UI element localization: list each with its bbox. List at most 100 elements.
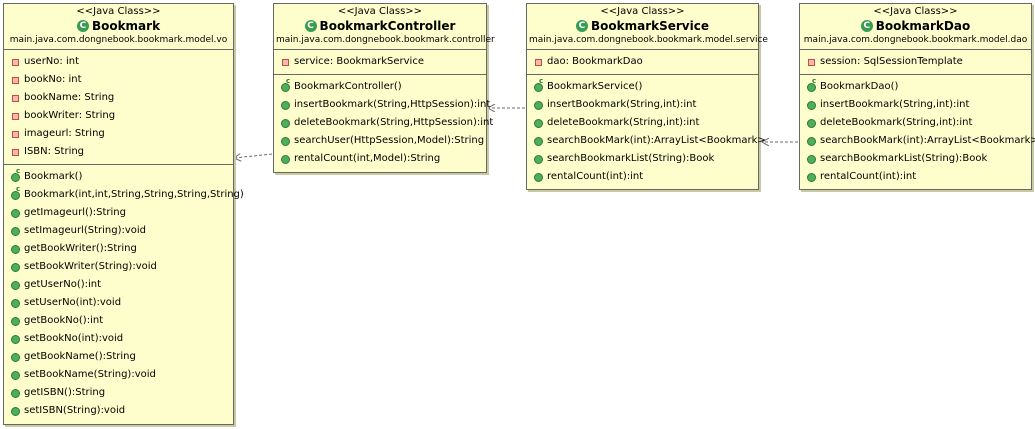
method-row[interactable]: getUserNo():int [4,276,233,294]
method-row[interactable]: searchBookMark(int):ArrayList<Bookmark> [527,132,766,150]
method-row[interactable]: insertBookmark(String,int):int [800,96,1031,114]
public-method-icon [11,317,20,326]
method-row[interactable]: insertBookmark(String,int):int [527,96,758,114]
public-method-icon [807,101,816,110]
method-row[interactable]: rentalCount(int,Model):String [274,150,486,168]
method-row[interactable]: deleteBookmark(String,int):int [800,114,1031,132]
method-row[interactable]: insertBookmark(String,HttpSession):int [274,96,490,114]
method-row[interactable]: setImageurl(String):void [4,222,233,240]
public-method-icon [11,209,20,218]
public-method-icon [281,101,290,110]
class-icon: C [860,20,873,32]
private-field-icon [12,113,19,120]
class-name: BookmarkController [319,19,456,33]
attribute-row[interactable]: service: BookmarkService [274,53,486,71]
public-method-icon [11,263,20,272]
stereotype-label: <<Java Class>> [76,6,161,17]
constructor-badge-icon: c [286,77,291,85]
method-row[interactable]: searchUser(HttpSession,Model):String [274,132,486,150]
private-field-icon [12,59,19,66]
method-row[interactable]: getBookNo():int [4,312,233,330]
method-row[interactable]: searchBookMark(int):ArrayList<Bookmark> [800,132,1035,150]
public-method-icon [807,137,816,146]
private-field-icon [282,59,289,66]
public-method-icon [281,119,290,128]
public-method-icon [281,83,290,92]
method-row[interactable]: searchBookmarkList(String):Book [800,150,1031,168]
method-row[interactable]: rentalCount(int):int [527,168,758,186]
attribute-row[interactable]: ISBN: String [4,143,233,161]
method-row[interactable]: deleteBookmark(String,HttpSession):int [274,114,493,132]
class-icon: C [304,20,317,32]
attributes-section: session: SqlSessionTemplate [800,50,1031,75]
public-method-icon [807,173,816,182]
public-method-icon [11,227,20,236]
public-method-icon [534,155,543,164]
public-method-icon [534,173,543,182]
public-method-icon [11,407,20,416]
method-row[interactable]: setUserNo(int):void [4,294,233,312]
attribute-row[interactable]: bookWriter: String [4,107,233,125]
method-row[interactable]: setBookWriter(String):void [4,258,233,276]
attribute-row[interactable]: imageurl: String [4,125,233,143]
stereotype-label: <<Java Class>> [600,6,685,17]
method-row[interactable]: deleteBookmark(String,int):int [527,114,758,132]
public-method-icon [11,353,20,362]
attributes-section: dao: BookmarkDao [527,50,758,75]
method-row[interactable]: getISBN():String [4,384,233,402]
public-method-icon [11,335,20,344]
public-method-icon [11,173,20,182]
method-row[interactable]: getBookName():String [4,348,233,366]
attribute-row[interactable]: bookNo: int [4,71,233,89]
class-name: BookmarkDao [875,19,971,33]
private-field-icon [12,95,19,102]
public-method-icon [11,299,20,308]
package-name: main.java.com.dongnebook.bookmark.contro… [276,35,495,45]
public-method-icon [807,155,816,164]
method-row[interactable]: rentalCount(int):int [800,168,1031,186]
method-row[interactable]: getImageurl():String [4,204,233,222]
private-field-icon [12,131,19,138]
constructor-badge-icon: c [16,167,21,175]
public-method-icon [807,119,816,128]
constructor-badge-icon: c [539,77,544,85]
method-row[interactable]: getBookWriter():String [4,240,233,258]
stereotype-label: <<Java Class>> [337,6,423,17]
class-name: BookmarkService [590,19,709,33]
method-row[interactable]: setBookNo(int):void [4,330,233,348]
public-method-icon [11,389,20,398]
method-row[interactable]: setISBN(String):void [4,402,233,420]
controller-to-bookmark-arrow [234,154,273,158]
public-method-icon [807,83,816,92]
private-field-icon [12,149,19,156]
attribute-row[interactable]: userNo: int [4,53,233,71]
public-method-icon [534,101,543,110]
public-method-icon [281,155,290,164]
class-icon: C [575,20,588,32]
private-field-icon [12,77,19,84]
public-method-icon [534,83,543,92]
package-name: main.java.com.dongnebook.bookmark.model.… [803,35,1028,45]
private-field-icon [808,59,815,66]
method-row[interactable]: searchBookmarkList(String):Book [527,150,758,168]
attribute-row[interactable]: bookName: String [4,89,233,107]
method-row[interactable]: setBookName(String):void [4,366,233,384]
public-method-icon [11,191,20,200]
attribute-row[interactable]: dao: BookmarkDao [527,53,758,71]
attribute-row[interactable]: session: SqlSessionTemplate [800,53,1031,71]
